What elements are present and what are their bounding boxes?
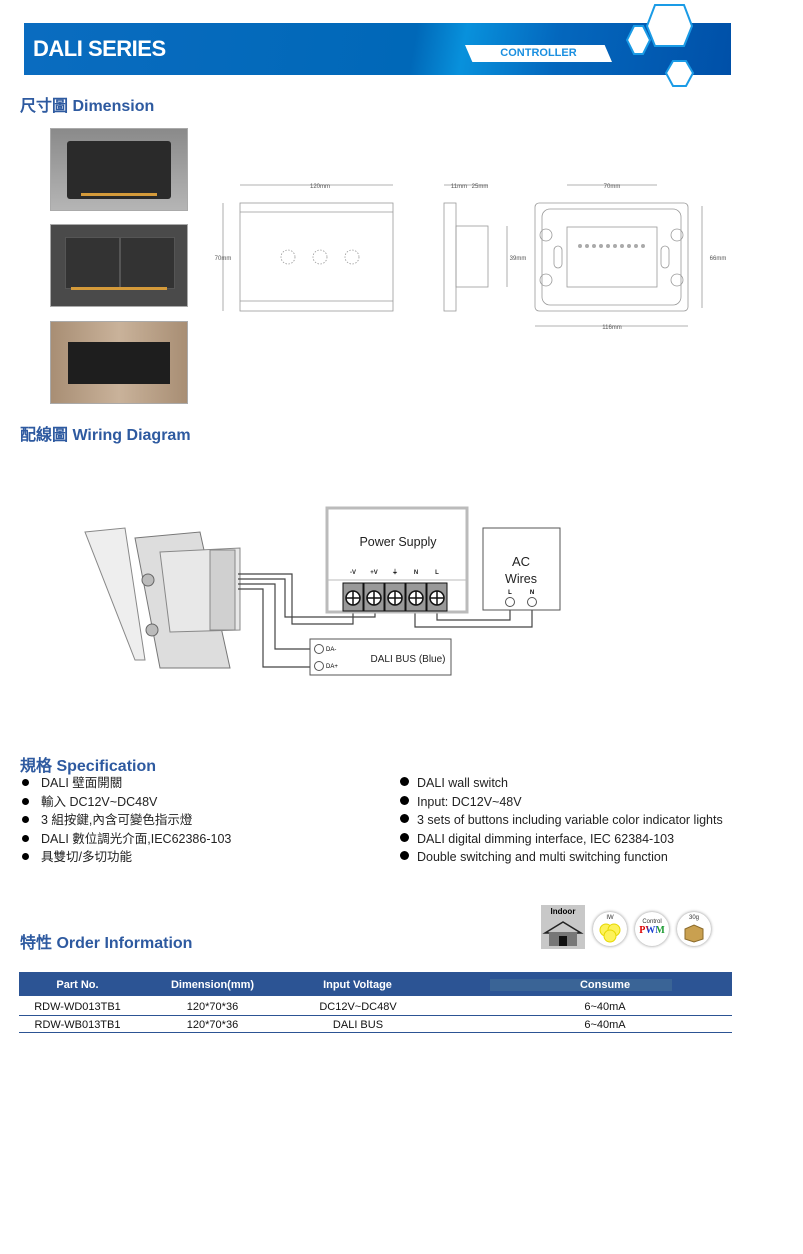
indoor-label: Indoor xyxy=(550,907,576,916)
cell-part-no: RDW-WB013TB1 xyxy=(34,1019,121,1031)
spec-item: DALI 數位調光介面,IEC62386-103 xyxy=(22,830,231,849)
order-heading: 特性 Order Information xyxy=(20,935,193,952)
ac-n-label: N xyxy=(530,590,534,596)
series-title: DALI SERIES xyxy=(33,36,166,61)
front-width-label: 120mm xyxy=(310,184,330,190)
hexagon-decoration-icon xyxy=(625,4,695,87)
ac-wires: Wires xyxy=(505,572,537,586)
back-width-label: 116mm xyxy=(602,325,622,331)
spec-list-en: DALI wall switch Input: DC12V~48V 3 sets… xyxy=(400,774,723,867)
product-photo-silver xyxy=(50,128,188,211)
terminal-label: +V xyxy=(370,570,378,576)
ac-title: AC xyxy=(512,554,530,569)
terminal-label: ⏚ xyxy=(392,569,398,576)
spec-item: 3 組按鍵,內含可變色指示燈 xyxy=(22,811,231,830)
cell-dimension: 120*70*36 xyxy=(186,1019,239,1031)
col-input-voltage: Input Voltage xyxy=(323,979,392,991)
spec-item: DALI wall switch xyxy=(400,774,723,793)
spec-item: Input: DC12V~48V xyxy=(400,793,723,812)
da-plus-label: DA+ xyxy=(326,664,338,670)
spec-item: 3 sets of buttons including variable col… xyxy=(400,811,723,830)
side-body-label: 25mm xyxy=(472,184,489,190)
cell-dimension: 120*70*36 xyxy=(186,1001,239,1013)
spec-heading: 規格 Specification xyxy=(20,758,157,775)
product-photo-bronze xyxy=(50,321,188,404)
cell-consume: 6~40mA xyxy=(584,1019,626,1031)
col-consume: Consume xyxy=(579,979,631,991)
dimension-heading: 尺寸圖 Dimension xyxy=(20,98,155,115)
terminal-label: -V xyxy=(350,570,356,576)
dali-bus-label: DALI BUS (Blue) xyxy=(370,654,445,665)
spec-list-zh: DALI 壁面開關 輸入 DC12V~DC48V 3 組按鍵,內含可變色指示燈 … xyxy=(22,774,231,867)
pwm-control-icon: Control PWM xyxy=(635,912,669,946)
side-plate-label: 11mm xyxy=(451,184,467,190)
row-divider xyxy=(19,1015,732,1016)
controller-tab-bg xyxy=(465,45,612,62)
cell-input-voltage: DC12V~DC48V xyxy=(319,1001,397,1013)
back-inner-width-label: 70mm xyxy=(604,184,621,190)
row-divider xyxy=(19,1032,732,1033)
terminal-block xyxy=(342,582,448,612)
power-icon: IW xyxy=(593,912,627,946)
power-label: IW xyxy=(606,915,614,921)
dimension-drawings: 120mm 70mm 11mm 25mm 39mm 70mm 66mm 116m… xyxy=(215,184,727,331)
cell-part-no: RDW-WD013TB1 xyxy=(34,1001,121,1013)
side-height-label: 39mm xyxy=(510,256,527,262)
spec-item: Double switching and multi switching fun… xyxy=(400,848,723,867)
da-minus-label: DA- xyxy=(326,647,336,653)
ac-l-label: L xyxy=(508,590,512,596)
spec-item: DALI 壁面開關 xyxy=(22,774,231,793)
wiring-heading: 配線圖 Wiring Diagram xyxy=(20,427,191,444)
terminal-label: L xyxy=(435,570,439,576)
weight-icon: 30g xyxy=(677,912,711,946)
header-banner xyxy=(24,23,731,75)
power-supply-label: Power Supply xyxy=(359,535,437,549)
front-height-label: 70mm xyxy=(215,256,232,262)
wiring-diagram: Power Supply -V +V ⏚ N L AC Wires L N DA… xyxy=(84,506,561,676)
back-height-label: 66mm xyxy=(710,256,727,262)
product-photo-black xyxy=(50,224,188,307)
col-dimension: Dimension(mm) xyxy=(170,979,255,991)
control-label: Control xyxy=(642,919,662,925)
spec-item: 具雙切/多切功能 xyxy=(22,848,231,867)
controller-tag: CONTROLLER xyxy=(500,47,577,59)
indoor-icon: Indoor xyxy=(541,905,585,949)
col-part-no: Part No. xyxy=(56,979,99,991)
cell-consume: 6~40mA xyxy=(584,1001,626,1013)
wall-switch-drawing xyxy=(84,527,241,669)
spec-item: 輸入 DC12V~DC48V xyxy=(22,793,231,812)
cell-input-voltage: DALI BUS xyxy=(332,1019,384,1031)
spec-item: DALI digital dimming interface, IEC 6238… xyxy=(400,830,723,849)
consume-header-shade xyxy=(490,979,672,991)
terminal-label: N xyxy=(414,570,418,576)
weight-label: 30g xyxy=(688,915,699,921)
pwm-label: PWM xyxy=(639,925,665,936)
